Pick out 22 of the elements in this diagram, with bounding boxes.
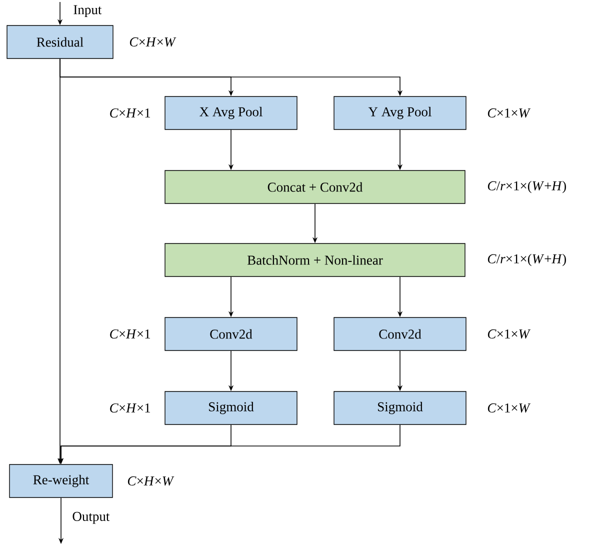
process-box: BatchNorm + Non-linear — [164, 243, 466, 277]
dimension-label: C×1×W — [488, 403, 531, 413]
process-box: Sigmoid — [164, 391, 298, 425]
process-box: Y Avg Pool — [334, 96, 466, 130]
dimension-label: C/r×1×(W+H) — [488, 180, 566, 194]
process-box: Residual — [6, 25, 114, 59]
process-box: Concat + Conv2d — [164, 170, 466, 204]
dimension-label: C/r×1×(W+H) — [488, 254, 566, 266]
process-box: Re-weight — [9, 464, 113, 498]
edge-label: Output — [72, 512, 110, 524]
dimension-label: C×1×W — [488, 108, 531, 118]
process-box: Sigmoid — [334, 391, 466, 425]
process-box: Conv2d — [164, 317, 298, 351]
dimension-label: C×1×W — [488, 329, 531, 339]
dimension-label: C×H×1 — [110, 403, 150, 413]
dimension-label: C×H×1 — [110, 108, 150, 118]
dimension-label: C×H×W — [128, 476, 174, 486]
dimension-label: C×H×W — [130, 37, 176, 47]
edge-label: Input — [74, 5, 102, 17]
dimension-label: C×H×1 — [110, 329, 150, 339]
process-box: X Avg Pool — [164, 96, 298, 130]
process-box: Conv2d — [334, 317, 466, 351]
